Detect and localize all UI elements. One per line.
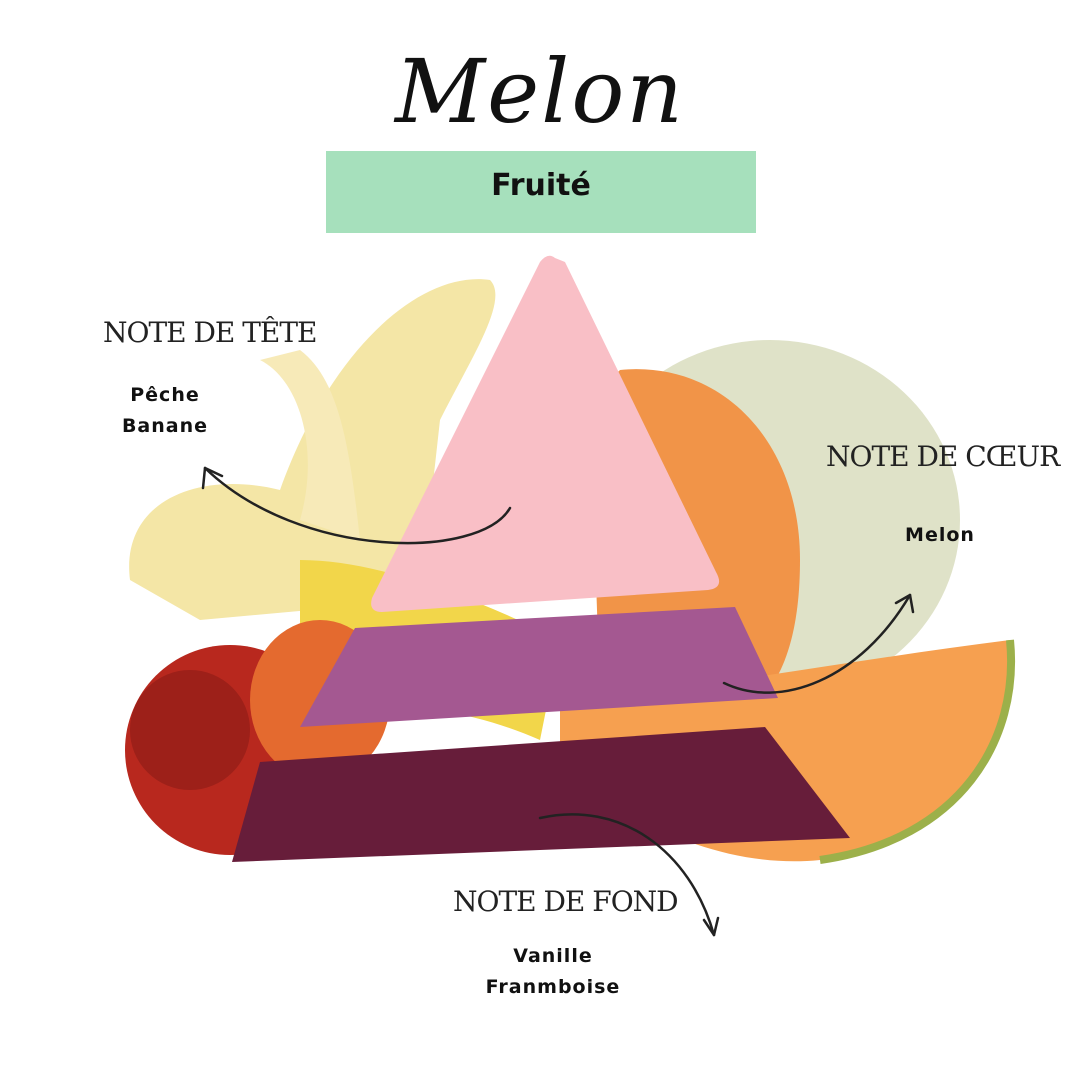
heart-note-ingredients: Melon (880, 520, 1000, 551)
base-note-heading: NOTE DE FOND (453, 885, 679, 918)
olfactory-family-label: Fruité (491, 168, 591, 203)
heart-note-heading: NOTE DE CŒUR (826, 440, 1060, 473)
product-title: Melon (395, 40, 685, 143)
arrow-heart-note (722, 593, 912, 694)
ingredient: Melon (905, 524, 975, 546)
arrow-top-note (203, 466, 512, 545)
ingredient: Vanille (513, 945, 593, 967)
pyramid-middle-tier (300, 607, 778, 727)
family-tape (326, 151, 756, 233)
arrow-base-note (538, 813, 716, 937)
arrows (201, 466, 915, 937)
ingredient: Pêche (130, 384, 200, 406)
ingredient: Banane (121, 415, 209, 437)
top-note-ingredients: Pêche Banane (105, 380, 225, 442)
base-note-ingredients: Vanille Franmboise (453, 941, 653, 1003)
pyramid-top-tier (371, 255, 720, 612)
pyramid-base-tier (232, 727, 850, 862)
ingredient: Franmboise (485, 976, 621, 998)
top-note-heading: NOTE DE TÊTE (103, 316, 317, 349)
